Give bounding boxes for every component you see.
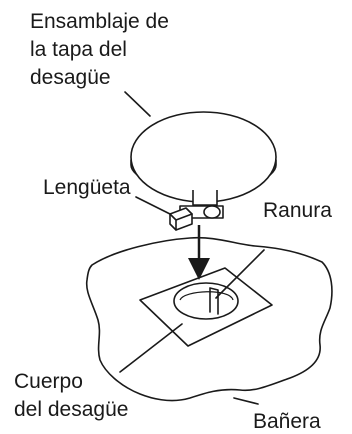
drain-body-opening <box>173 282 239 320</box>
label-slot: Ranura <box>263 199 332 222</box>
label-tub: Bañera <box>253 410 321 433</box>
drain-body-inner-wall <box>179 291 234 301</box>
tab-leader-line <box>135 196 171 215</box>
drain-slot <box>209 287 219 315</box>
label-cover-line-1: Ensamblaje de <box>30 10 169 33</box>
label-body-line-2: del desagüe <box>14 398 128 421</box>
label-cover-line-3: desagüe <box>30 66 111 89</box>
drain-cover-tab <box>169 205 224 231</box>
cover-leader-line <box>124 91 151 117</box>
insertion-arrow <box>188 225 210 280</box>
tub-leader-line <box>233 397 259 405</box>
label-body-line-1: Cuerpo <box>14 370 83 393</box>
drain-cover-cap <box>130 111 277 203</box>
label-tab: Lengüeta <box>43 176 131 199</box>
label-cover-line-2: la tapa del <box>30 38 127 61</box>
slot-leader-line <box>215 249 265 299</box>
drain-cover-stem <box>192 190 218 206</box>
body-leader-line <box>119 323 183 373</box>
drain-recess-frame <box>139 267 273 347</box>
